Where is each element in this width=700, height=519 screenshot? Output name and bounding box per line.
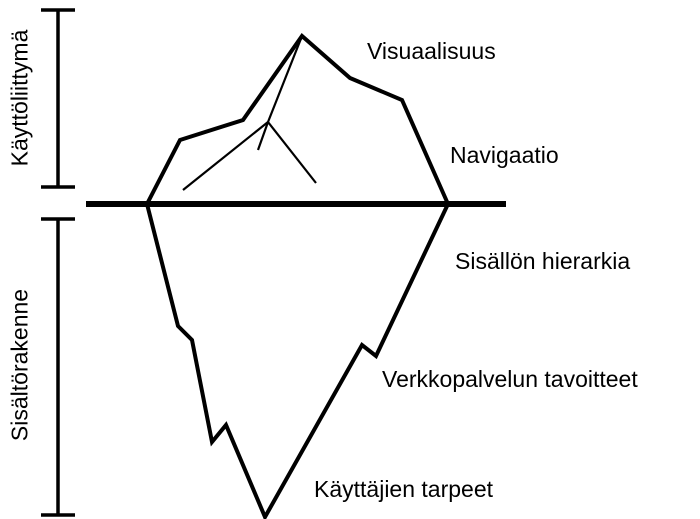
layer-label-1: Visuaalisuus	[367, 40, 496, 63]
bracket-label-top: Käyttöliittymä	[9, 30, 32, 167]
top-bracket	[41, 10, 75, 187]
layer-label-2: Navigaatio	[450, 144, 559, 167]
bottom-bracket	[41, 219, 75, 515]
layer-label-5: Käyttäjien tarpeet	[314, 478, 493, 501]
bracket-label-bottom: Sisältörakenne	[9, 289, 32, 441]
iceberg-below-water	[147, 204, 448, 517]
layer-label-3: Sisällön hierarkia	[455, 250, 630, 273]
layer-label-4: Verkkopalvelun tavoitteet	[382, 368, 638, 391]
